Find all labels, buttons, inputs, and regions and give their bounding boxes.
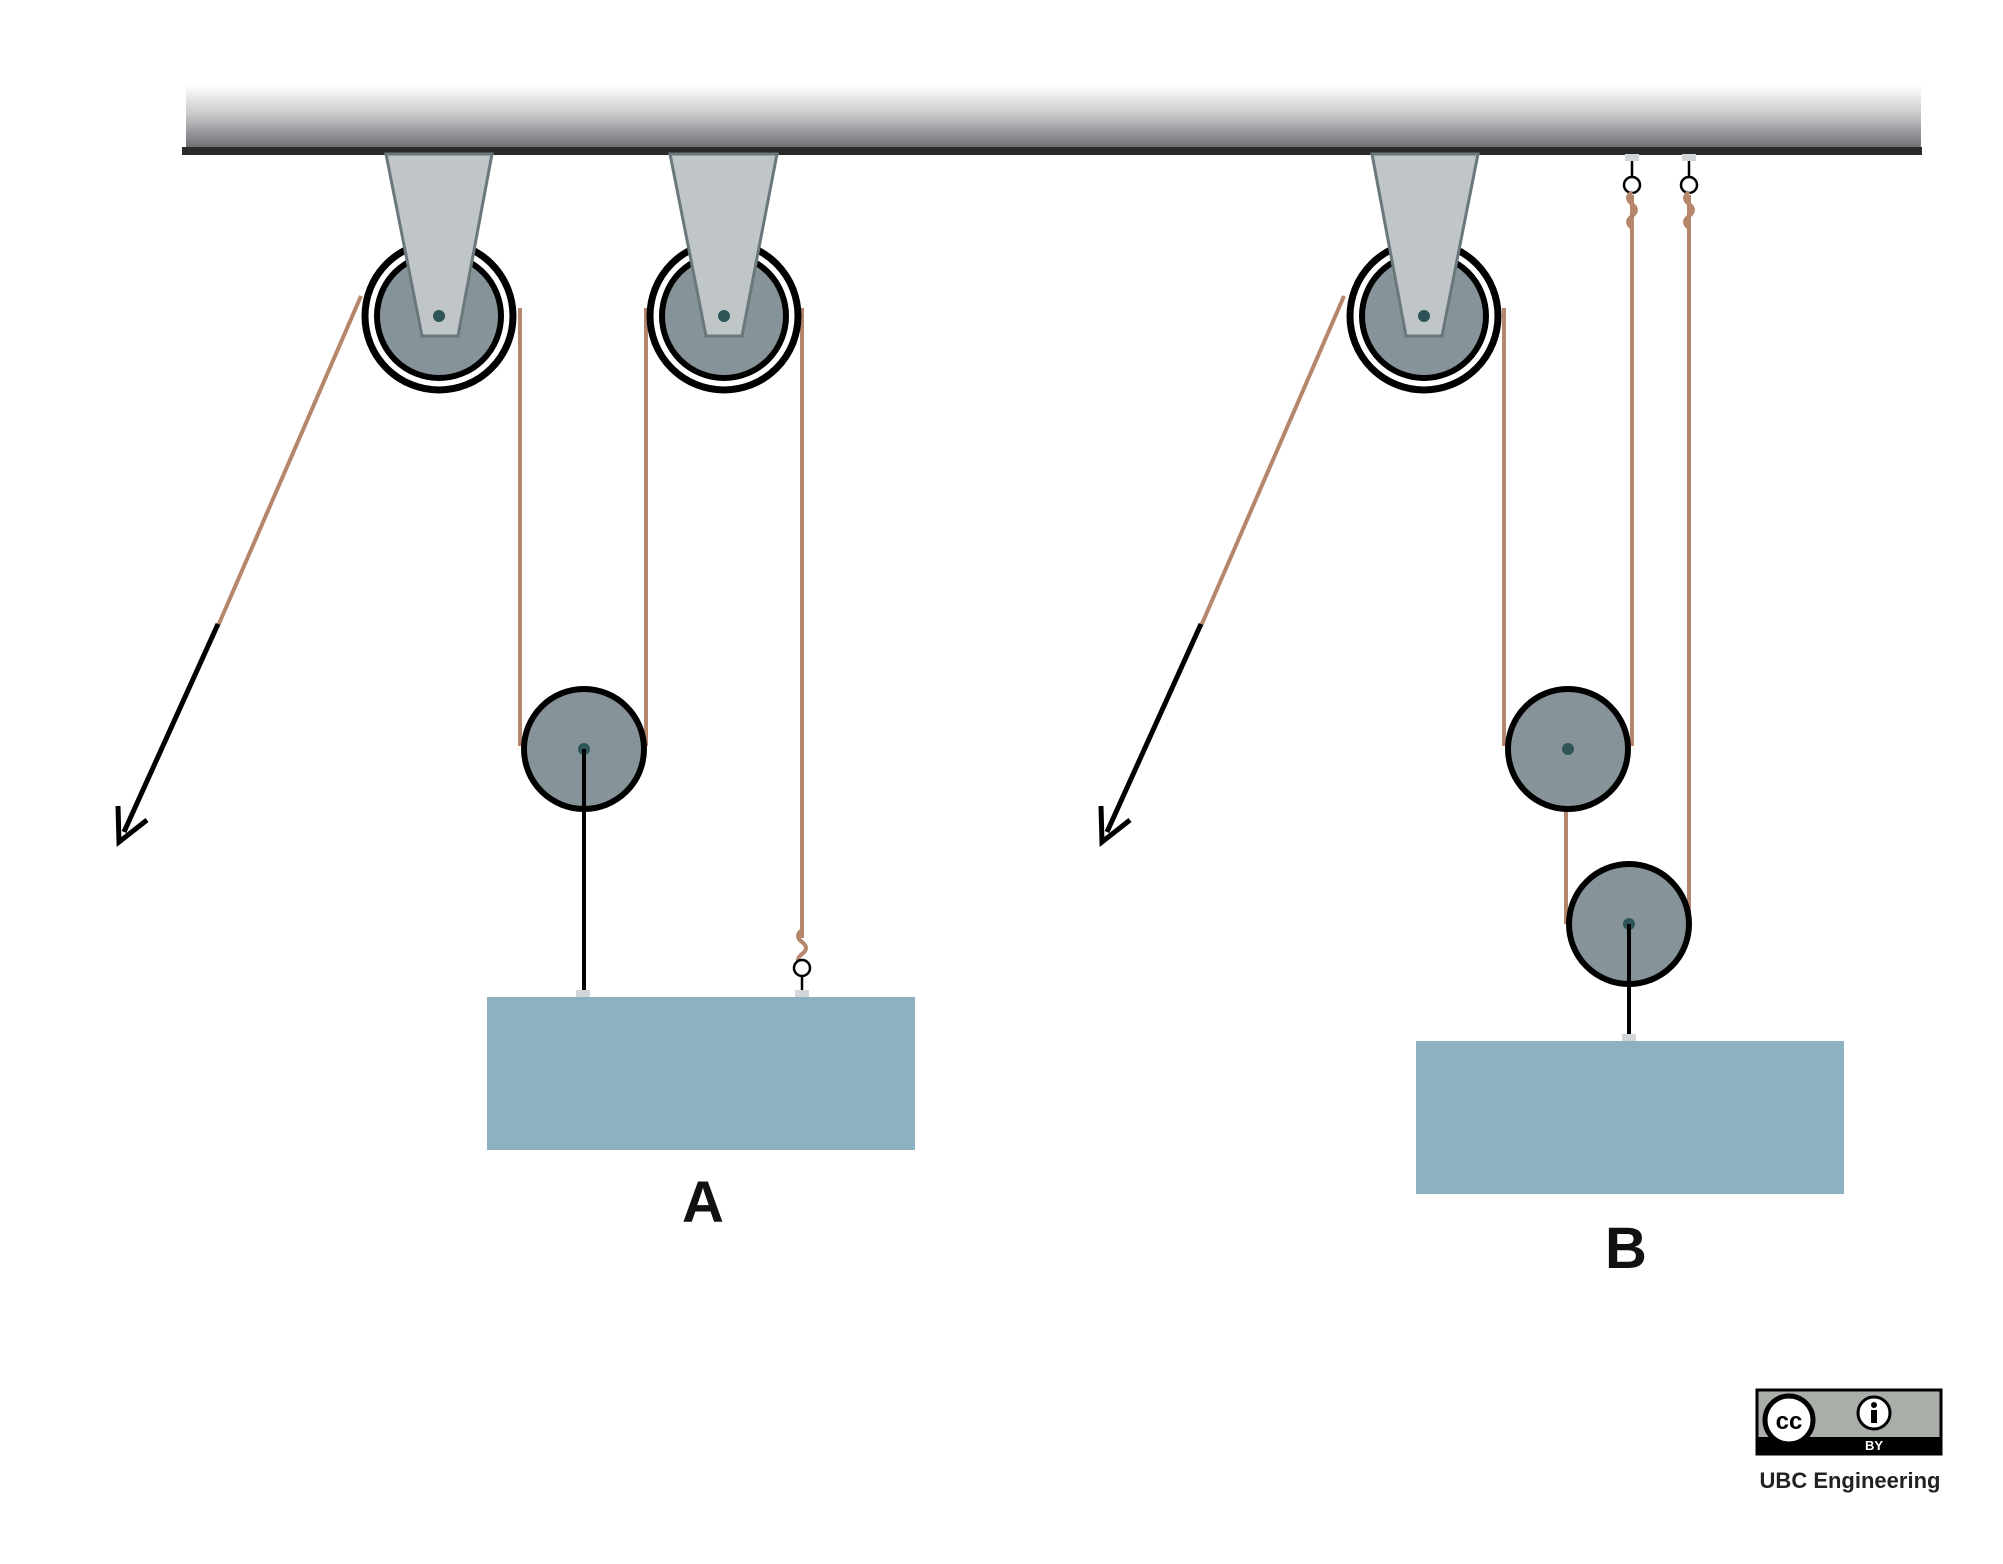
system-b: B: [1098, 152, 1844, 1281]
rope-a: [216, 295, 804, 938]
label-b: B: [1605, 1216, 1647, 1281]
system-a: A: [115, 152, 915, 1235]
credit-text: UBC Engineering: [1760, 1468, 1941, 1493]
attribution-person-icon: [1856, 1395, 1892, 1431]
moving-pulley-a: [521, 686, 647, 990]
svg-text:cc: cc: [1776, 1408, 1803, 1435]
label-a: A: [682, 1170, 724, 1235]
load-block-b: [1416, 1034, 1844, 1194]
cc-icon: cc: [1762, 1393, 1816, 1447]
force-arrow-b: [1098, 622, 1204, 848]
fixed-pulley-b: [1346, 152, 1502, 394]
fixed-pulley-a1: [361, 152, 517, 394]
rope-knot-a: [792, 928, 812, 992]
ceiling: [182, 85, 1922, 155]
load-block-a: [487, 990, 915, 1150]
force-arrow-a: [115, 622, 221, 848]
cc-by-license-badge: cc BY: [1755, 1388, 1943, 1456]
badge-by-text: BY: [1865, 1438, 1883, 1453]
fixed-pulley-a2: [646, 152, 802, 394]
ceiling-anchors-b: [1622, 154, 1699, 195]
rope-knots-b: [1626, 190, 1695, 230]
moving-pulley-b2: [1566, 861, 1692, 1034]
moving-pulley-b1: [1505, 686, 1631, 812]
